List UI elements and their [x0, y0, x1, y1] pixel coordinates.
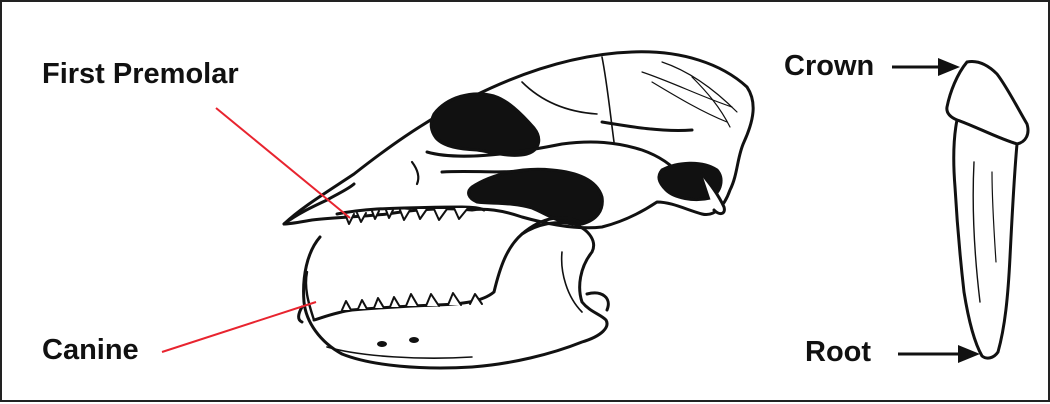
orbit-dark	[431, 94, 539, 155]
crown-label: Crown	[784, 52, 874, 81]
pointer-first-premolar	[216, 108, 350, 218]
pointer-canine	[162, 302, 316, 352]
pointer-lines	[162, 108, 350, 352]
canine-label: Canine	[42, 336, 139, 365]
root-label: Root	[805, 338, 871, 367]
zygomatic-dark	[469, 169, 603, 224]
crown-arrow-head	[938, 58, 960, 76]
tooth-illustration	[947, 62, 1028, 359]
first-premolar-label: First Premolar	[42, 60, 239, 89]
skull-illustration	[284, 52, 753, 368]
tooth-root	[954, 120, 1017, 358]
